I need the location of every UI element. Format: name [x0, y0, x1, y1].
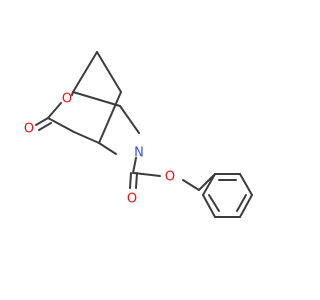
bond-c6-c3: [47, 117, 75, 133]
bond-ccarb-o-carbonyl-2: [135, 172, 138, 189]
bond-benzene-3: [239, 194, 253, 218]
bond-benzene-6: [202, 173, 216, 196]
atom-label-o-ring: O: [62, 92, 72, 107]
bond-c4-ch2n: [72, 91, 121, 107]
bond-c5-c7: [98, 91, 122, 144]
bond-o-ring-c4: [71, 91, 74, 96]
bond-ccarb-o-carbonyl-1: [129, 172, 132, 189]
bond-benzene-5: [202, 194, 216, 218]
bond-c3-o-ring: [47, 102, 62, 119]
bond-c3-o-ketone-2: [38, 122, 52, 131]
bond-n-c-carbamate: [132, 157, 137, 174]
bond-ch2n-n: [119, 105, 140, 134]
atom-label-o-ester: O: [165, 170, 175, 185]
bond-c5-c6: [73, 131, 100, 144]
bond-benzene-inner-3: [208, 194, 220, 212]
bond-n-c5: [98, 142, 117, 155]
bond-o-ester-ch2: [182, 179, 200, 191]
atom-label-o-ketone: O: [24, 122, 34, 137]
bond-c3-o-ketone-1: [35, 117, 49, 126]
bond-c8-c7: [96, 51, 122, 93]
bond-ccarb-o-ester: [133, 172, 161, 177]
atom-label-o-carbonyl: O: [127, 192, 137, 207]
bond-benzene-inner-2: [236, 194, 247, 212]
molecule-structure: O O N O O: [24, 51, 253, 218]
bond-c4-c8: [72, 51, 98, 93]
bond-benzene-2: [239, 173, 253, 196]
atom-label-n: N: [134, 146, 144, 161]
